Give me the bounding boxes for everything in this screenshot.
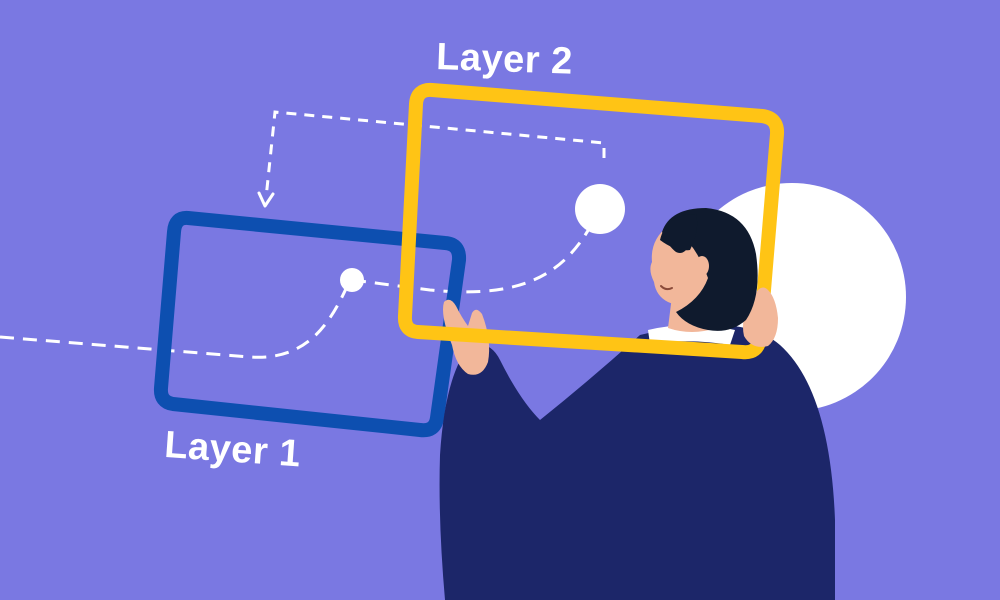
layer-1-anchor-dot xyxy=(340,268,364,292)
ear xyxy=(695,256,709,276)
motion-path-upper xyxy=(351,211,600,294)
sweater xyxy=(439,324,835,600)
layer-2-anchor-dot xyxy=(575,184,625,234)
layer-1-frame xyxy=(153,210,467,438)
layer-2-label: Layer 2 xyxy=(435,36,574,83)
layer-2-frame xyxy=(397,82,785,360)
arrow-down-icon xyxy=(257,191,275,208)
smile xyxy=(660,285,673,291)
layer-transfer-path xyxy=(264,110,606,199)
hair-fringe xyxy=(660,214,698,251)
motion-path-lower xyxy=(0,279,352,359)
